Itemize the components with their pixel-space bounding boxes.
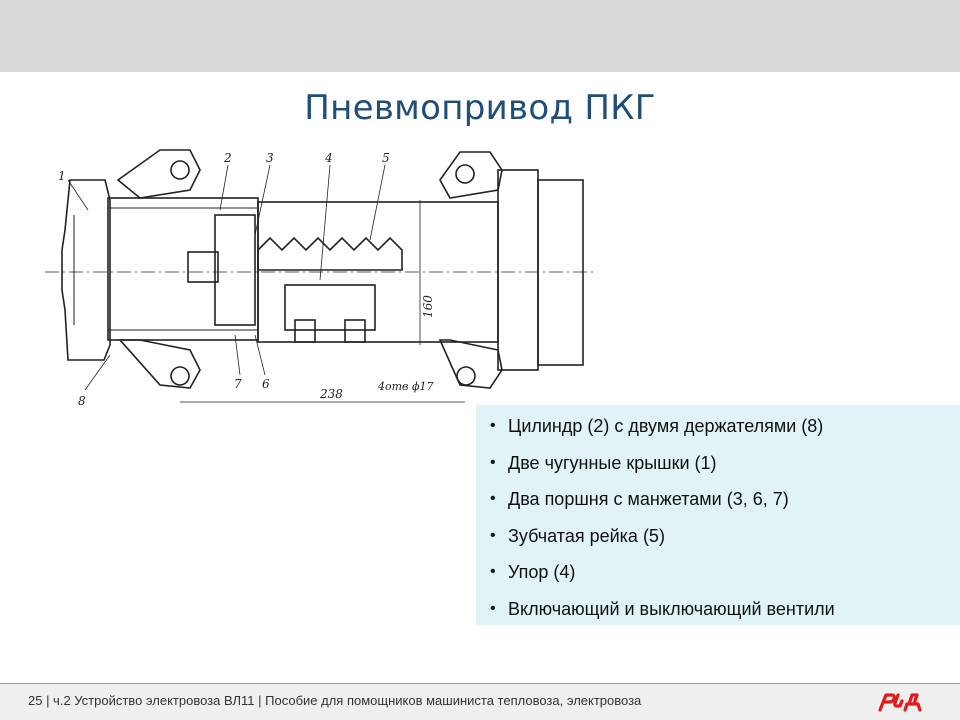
top-band [0,0,960,72]
bullet-icon: • [490,563,496,580]
list-item: • Две чугунные крышки (1) [486,448,950,485]
list-item: • Зубчатая рейка (5) [486,521,950,558]
part-label: 6 [262,377,270,391]
bullet-icon: • [490,526,496,544]
bullet-icon: • [490,417,496,434]
list-item: • Включающий и выключающий вентили [486,594,950,631]
hole-note: 4отв ϕ17 [377,380,433,393]
bullet-text: Цилиндр (2) с двумя держателями (8) [508,416,824,436]
bullet-text: Зубчатая рейка (5) [508,525,665,546]
part-label: 3 [266,151,274,165]
bullet-list: • Цилиндр (2) с двумя держателями (8) • Дв… [486,411,950,630]
slide-title: Пневмопривод ПКГ [304,88,656,128]
part-label: 5 [382,151,390,165]
part-label: 7 [234,377,242,391]
list-item: • Цилиндр (2) с двумя держателями (8) [486,411,950,448]
dimension-height: 160 [421,295,435,318]
footer-divider [0,683,960,684]
bullet-text: Две чугунные крышки (1) [508,452,717,473]
part-label: 8 [78,394,86,408]
bullet-icon: • [490,599,496,617]
part-label: 2 [223,151,232,165]
bullet-text: Упор (4) [508,562,576,582]
bullet-text: Включающий и выключающий вентили [508,598,835,619]
bullet-panel: • Цилиндр (2) с двумя держателями (8) • Дв… [476,405,960,625]
pneumatic-drive-drawing: 1 2 3 4 5 7 6 8 238 160 4отв ϕ17 [45,149,595,408]
footer: 25 | ч.2 Устройство электровоза ВЛ11 | П… [0,684,960,720]
rzd-logo-icon [878,693,922,712]
bullet-text: Два поршня с манжетами (3, 6, 7) [508,489,789,509]
bullet-icon: • [490,453,496,471]
dimension-width: 238 [319,387,343,401]
part-label: 4 [324,151,333,165]
footer-text: 25 | ч.2 Устройство электровоза ВЛ11 | П… [28,693,642,708]
part-label: 1 [58,169,66,183]
list-item: • Упор (4) [486,557,950,594]
bullet-icon: • [490,490,496,507]
list-item: • Два поршня с манжетами (3, 6, 7) [486,484,950,521]
